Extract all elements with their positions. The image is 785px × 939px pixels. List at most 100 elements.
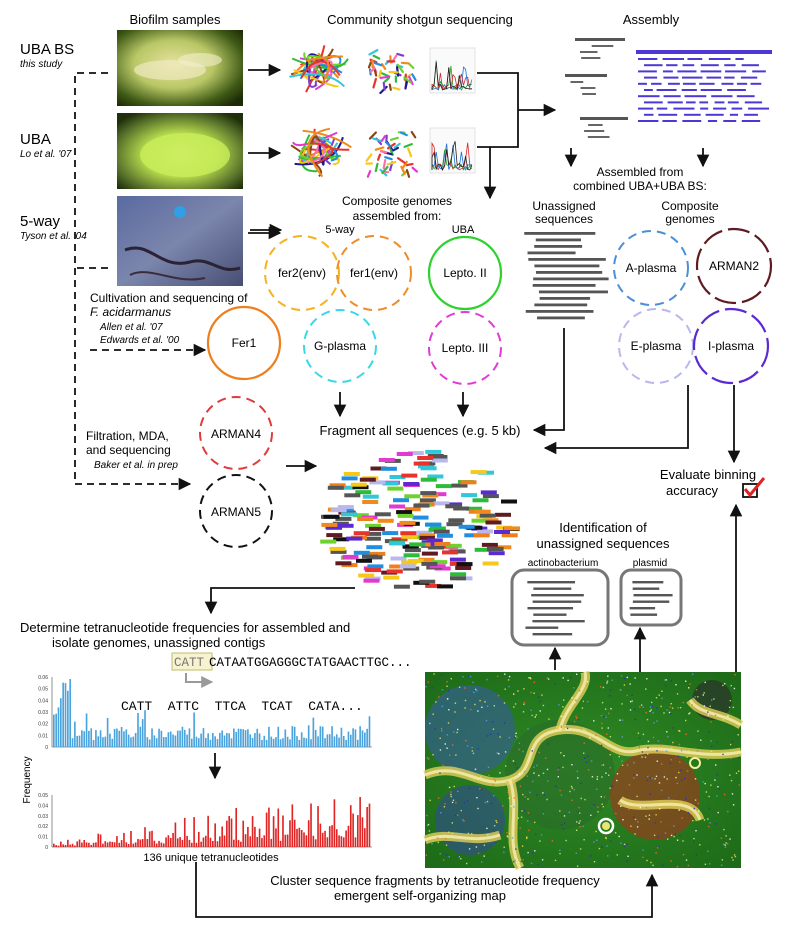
histogram-bar	[147, 737, 149, 747]
som-point	[621, 761, 622, 762]
som-point	[716, 774, 717, 775]
histogram-bar	[352, 728, 354, 747]
som-point	[633, 774, 634, 775]
read-bar	[723, 120, 736, 122]
som-point	[652, 706, 653, 707]
som-point	[452, 822, 453, 823]
unassigned-bar	[528, 252, 576, 255]
fragment-bar	[489, 551, 505, 555]
histogram-bar	[348, 826, 350, 847]
som-point	[486, 720, 487, 721]
som-point	[710, 706, 711, 707]
som-point	[578, 807, 579, 808]
histogram-bar	[315, 730, 317, 747]
som-point	[508, 679, 509, 680]
histogram-bar	[88, 731, 90, 747]
som-point	[502, 805, 503, 806]
read-bar	[700, 108, 708, 110]
histogram-bar	[76, 841, 78, 847]
histogram-bar	[172, 735, 174, 748]
som-point	[685, 798, 686, 799]
som-point	[505, 751, 506, 752]
read-bar	[730, 114, 738, 116]
som-point	[722, 859, 723, 860]
read-fragment	[388, 162, 396, 164]
som-point	[671, 748, 672, 749]
som-point	[734, 854, 735, 855]
histogram-bar	[184, 818, 186, 847]
histogram-bar	[334, 799, 336, 847]
genome-circle-fer1: Fer1	[208, 307, 280, 379]
som-point	[708, 796, 709, 797]
histogram-bar	[95, 730, 97, 747]
som-point	[634, 677, 635, 678]
som-point	[563, 828, 564, 829]
som-point	[704, 692, 705, 693]
read-bar	[727, 89, 746, 91]
histogram-bar	[191, 739, 193, 747]
fragment-bar	[382, 531, 398, 535]
som-point	[686, 757, 687, 758]
som-point	[675, 833, 676, 834]
histogram-bar	[240, 842, 242, 847]
histogram-tick: 0	[45, 745, 48, 751]
som-point	[470, 709, 471, 710]
read-bar	[644, 114, 653, 116]
iplasma-label: I-plasma	[708, 339, 754, 353]
som-point	[646, 860, 647, 861]
som-point	[471, 833, 472, 834]
som-point	[608, 713, 609, 714]
histogram-bar	[303, 832, 305, 847]
fragment-bar	[405, 548, 421, 552]
histogram-bar	[256, 729, 258, 747]
som-point	[513, 806, 514, 807]
som-point	[601, 847, 602, 848]
histogram-bar	[259, 829, 261, 847]
read-bar	[752, 70, 766, 72]
histogram-bar	[254, 733, 256, 747]
som-point	[595, 735, 596, 736]
som-point	[597, 807, 598, 808]
som-point	[533, 767, 534, 768]
som-point	[604, 796, 605, 797]
som-point	[713, 698, 714, 699]
som-point	[431, 843, 432, 844]
som-point	[596, 840, 597, 841]
som-point	[495, 820, 496, 821]
som-point	[428, 681, 429, 682]
som-point	[697, 696, 698, 697]
som-point	[561, 727, 562, 728]
som-point	[535, 716, 536, 717]
histogram-bar	[233, 729, 235, 748]
som-point	[600, 686, 601, 687]
histogram-tick: 0.04	[38, 803, 48, 809]
som-point	[432, 754, 433, 755]
som-point	[522, 845, 523, 846]
som-point	[734, 674, 735, 675]
short-reads-uba-bs	[369, 50, 415, 93]
fragment-bar	[341, 512, 357, 516]
histogram-bar	[151, 728, 153, 747]
read-fragment	[378, 155, 380, 160]
identified-bar	[531, 594, 584, 596]
som-point	[536, 765, 537, 766]
plasmid-label: plasmid	[633, 558, 667, 569]
som-point	[575, 700, 576, 701]
som-point	[542, 792, 543, 793]
som-point	[581, 798, 582, 799]
som-point	[732, 793, 733, 794]
histogram-bar	[355, 837, 357, 847]
lepto3-label: Lepto. III	[442, 341, 489, 355]
read-bar	[588, 124, 602, 126]
som-point	[592, 776, 593, 777]
assembly-contig-gray	[565, 38, 628, 138]
som-point	[487, 834, 488, 835]
som-point	[593, 841, 594, 842]
som-point	[487, 735, 488, 736]
som-point	[486, 828, 487, 829]
histogram-bar	[196, 737, 198, 747]
histogram-bar	[90, 845, 92, 847]
som-point	[545, 758, 546, 759]
som-point	[624, 678, 625, 679]
som-point	[636, 796, 637, 797]
